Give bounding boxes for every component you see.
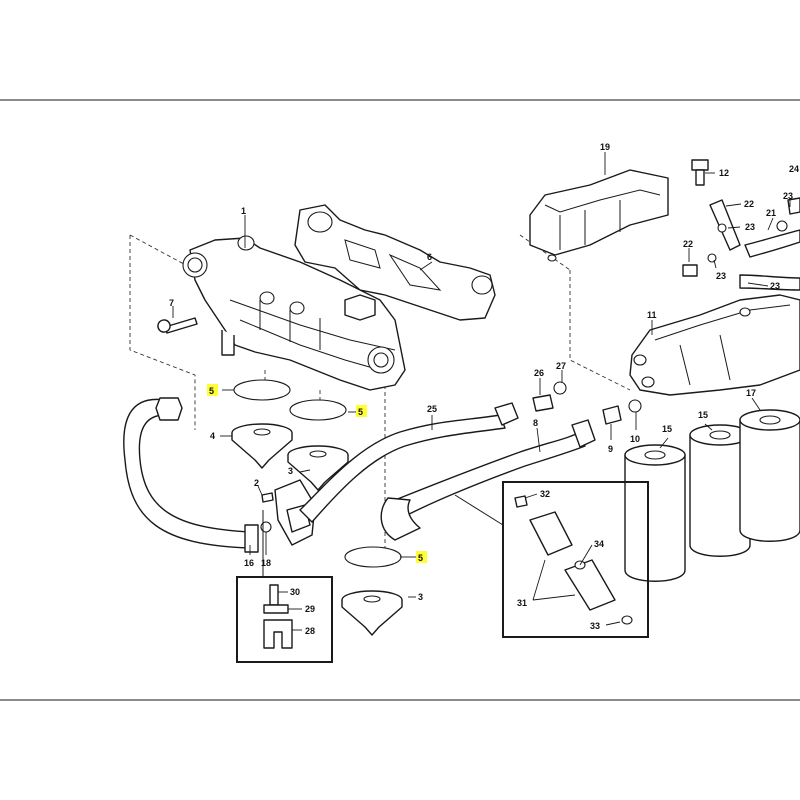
label-27: 27 — [556, 361, 566, 371]
pipe-16 — [123, 397, 259, 553]
gasket-plate — [294, 204, 496, 321]
label-29: 29 — [305, 604, 315, 614]
label-28: 28 — [305, 626, 315, 636]
oil-filter-middle — [689, 424, 751, 557]
label-34: 34 — [594, 539, 604, 549]
oil-filter-right — [739, 409, 800, 542]
label-21: 21 — [766, 208, 776, 218]
top-right-fasteners — [682, 159, 800, 291]
label-18: 18 — [261, 558, 271, 568]
label-31: 31 — [517, 598, 527, 608]
label-3-lower: 3 — [418, 592, 423, 602]
label-24: 24 — [789, 164, 799, 174]
o-rings — [233, 379, 402, 568]
label-25: 25 — [427, 404, 437, 414]
label-22-top: 22 — [744, 199, 754, 209]
leader-lines — [172, 152, 791, 598]
label-6: 6 — [427, 252, 432, 262]
label-23-c: 23 — [716, 271, 726, 281]
label-26: 26 — [534, 368, 544, 378]
filter-housing — [182, 235, 406, 391]
filter-cap-3-upper — [287, 445, 349, 491]
label-17: 17 — [746, 388, 756, 398]
label-7: 7 — [169, 298, 174, 308]
label-8: 8 — [533, 418, 538, 428]
label-3-upper: 3 — [288, 466, 293, 476]
label-30: 30 — [290, 587, 300, 597]
filter-cap-3-lower — [341, 590, 403, 636]
label-9: 9 — [608, 444, 613, 454]
label-23-b: 23 — [745, 222, 755, 232]
fittings — [532, 381, 642, 425]
label-11: 11 — [647, 310, 657, 320]
label-16: 16 — [244, 558, 254, 568]
label-15-left: 15 — [662, 424, 672, 434]
highlight-5a — [207, 384, 218, 396]
label-10: 10 — [630, 434, 640, 444]
label-5b: 5 — [358, 407, 363, 417]
label-5c: 5 — [418, 553, 423, 563]
label-23-a: 23 — [783, 191, 793, 201]
label-32: 32 — [540, 489, 550, 499]
highlight-5b — [356, 405, 367, 417]
assembly-guide-lines — [129, 234, 631, 560]
label-33: 33 — [590, 621, 600, 631]
filter-cap-4 — [231, 423, 293, 469]
label-12: 12 — [719, 168, 729, 178]
mounting-bracket-19 — [529, 169, 669, 262]
inset-bracket-detail — [454, 481, 649, 638]
pipe-8 — [380, 419, 596, 541]
pipe-25 — [299, 402, 519, 523]
label-15-mid: 15 — [698, 410, 708, 420]
label-2: 2 — [254, 478, 259, 488]
label-23-d: 23 — [770, 281, 780, 291]
label-5a: 5 — [209, 386, 214, 396]
label-19: 19 — [600, 142, 610, 152]
oil-filter-left — [624, 444, 686, 582]
highlight-5c — [416, 551, 427, 563]
label-1: 1 — [241, 206, 246, 216]
bolt-7 — [157, 317, 198, 334]
inset-clamp-detail — [236, 510, 333, 663]
label-4: 4 — [210, 431, 215, 441]
label-22-left: 22 — [683, 239, 693, 249]
part-labels: 1 6 7 5 5 5 4 3 3 2 16 18 25 8 26 27 9 1… — [169, 142, 799, 636]
oil-cooler-manifold — [629, 294, 800, 396]
